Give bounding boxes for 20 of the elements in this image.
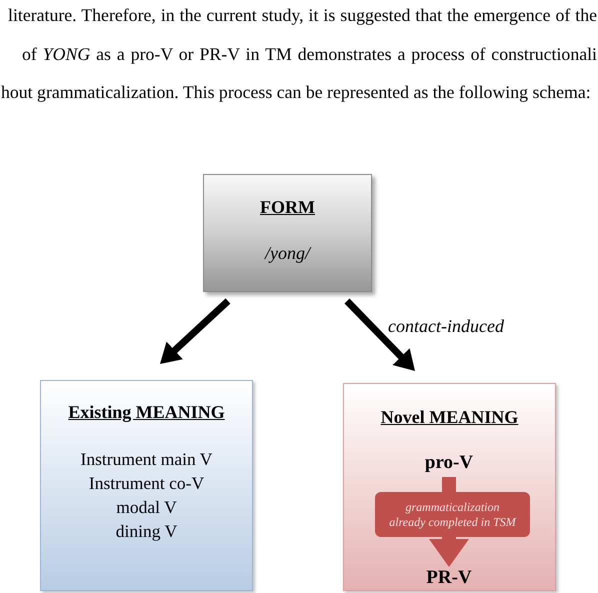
meaning-box [40,380,253,591]
arrow [429,537,469,567]
term-label: pro-V [419,451,479,475]
box-heading: FORM [260,196,315,218]
meaning-item: dining V [116,520,178,543]
body-text: literature. Therefore, in the current study, it is suggested that the emergence of the [8,4,597,26]
arrow [160,298,230,364]
body-text: hout grammaticalization. This process can be represented as the following schema: [1,81,591,103]
meaning-item: modal V [116,496,177,519]
box-heading: Existing MEANING [68,401,225,423]
meaning-item: Instrument main V [80,448,212,471]
term-label: PR-V [421,566,477,590]
meaning-box [343,383,556,591]
form-box [203,174,372,292]
form-text: /yong/ [265,242,310,264]
body-text: of YONG as a pro-V or PR-V in TM demonstrates a process of constructionali [22,43,597,65]
meaning-item: Instrument co-V [88,472,204,495]
arrow [344,298,415,371]
process-label-box: grammaticalization already completed in TSM [375,492,530,537]
box-heading: Novel MEANING [380,406,518,428]
